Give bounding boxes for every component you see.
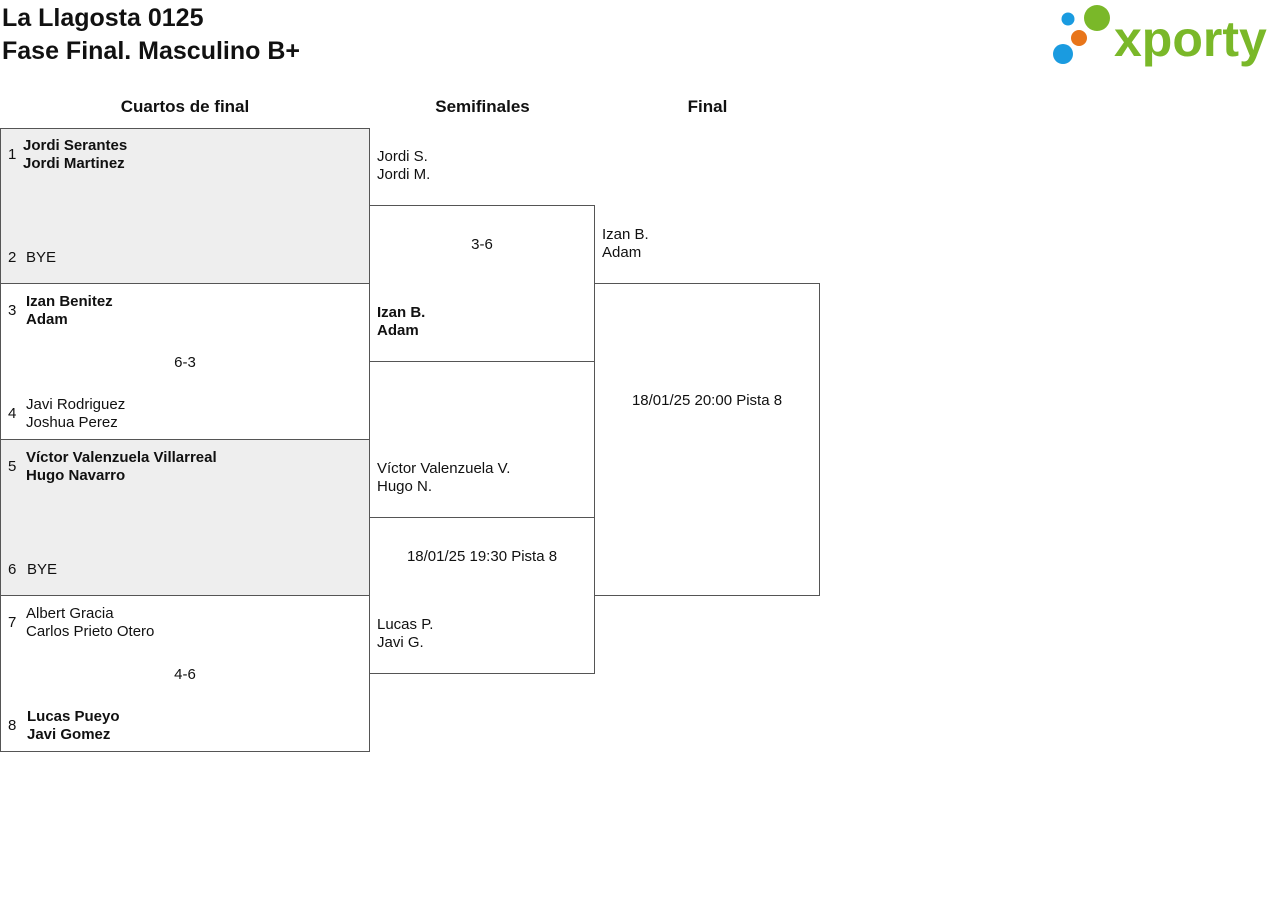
match-score: 4-6 xyxy=(174,666,196,683)
player-name: Carlos Prieto Otero xyxy=(26,623,155,640)
team-entry[interactable]: Javi Rodriguez Joshua Perez xyxy=(26,396,125,432)
quarterfinal-match-4[interactable]: 7 Albert Gracia Carlos Prieto Otero 4-6 … xyxy=(0,595,370,752)
player-name: Izan B. xyxy=(602,226,649,243)
quarterfinal-match-2[interactable]: 3 Izan Benitez Adam 6-3 4 Javi Rodriguez… xyxy=(0,283,370,440)
xporty-logo[interactable]: xporty xyxy=(1052,4,1276,68)
semifinal-match-1[interactable]: 3-6 Izan B. Adam xyxy=(369,205,595,362)
round-header-semifinals: Semifinales xyxy=(435,97,530,116)
final-team-top[interactable]: Izan B. Adam xyxy=(602,226,649,262)
logo-dot-orange xyxy=(1071,30,1087,46)
semifinal-match-2[interactable]: 18/01/25 19:30 Pista 8 Lucas P. Javi G. xyxy=(369,517,595,674)
player-name: Víctor Valenzuela V. xyxy=(377,460,511,477)
tournament-title: La Llagosta 0125 xyxy=(2,4,204,32)
player-name: Víctor Valenzuela Villarreal xyxy=(26,449,217,466)
match-schedule: 18/01/25 20:00 Pista 8 xyxy=(631,392,783,409)
player-name: Izan Benitez xyxy=(26,293,113,310)
seed-number: 1 xyxy=(8,146,17,163)
team-entry[interactable]: Lucas Pueyo Javi Gomez xyxy=(27,708,120,744)
seed-number: 4 xyxy=(8,405,17,422)
semifinal-1-team-bottom[interactable]: Izan B. Adam xyxy=(377,304,425,340)
quarterfinal-match-1[interactable]: 1 Jordi Serantes Jordi Martinez 2 BYE xyxy=(0,128,370,284)
player-name: Hugo N. xyxy=(377,478,433,495)
round-header-quarterfinals: Cuartos de final xyxy=(120,97,250,116)
logo-dot-green xyxy=(1084,5,1110,31)
player-name: Lucas Pueyo xyxy=(27,708,120,725)
semifinal-1-team-top[interactable]: Jordi S. Jordi M. xyxy=(377,148,430,184)
logo-dot-blue-bottom xyxy=(1053,44,1073,64)
player-name: Jordi M. xyxy=(377,166,431,183)
match-score: 3-6 xyxy=(471,236,493,253)
team-entry[interactable]: Jordi Serantes Jordi Martinez xyxy=(23,137,127,173)
semifinal-2-team-bottom[interactable]: Lucas P. Javi G. xyxy=(377,616,433,652)
seed-number: 6 xyxy=(8,561,17,578)
player-name: Javi G. xyxy=(377,634,424,651)
team-entry[interactable]: Albert Gracia Carlos Prieto Otero xyxy=(26,605,154,641)
match-schedule: 18/01/25 19:30 Pista 8 xyxy=(406,548,558,565)
logo-wordmark: xporty xyxy=(1114,11,1267,67)
logo-dot-blue-top xyxy=(1061,12,1075,26)
player-name: Izan B. xyxy=(377,304,426,321)
player-name: Hugo Navarro xyxy=(26,467,126,484)
match-score: 6-3 xyxy=(174,354,196,371)
tournament-subtitle: Fase Final. Masculino B+ xyxy=(2,37,300,65)
player-name: Javi Rodriguez xyxy=(26,396,126,413)
round-header-final: Final xyxy=(687,97,728,116)
quarterfinal-match-3[interactable]: 5 Víctor Valenzuela Villarreal Hugo Nava… xyxy=(0,439,370,596)
player-name: Adam xyxy=(602,244,642,261)
team-entry[interactable]: Izan Benitez Adam xyxy=(26,293,113,329)
team-entry[interactable]: BYE xyxy=(27,561,57,579)
player-name: BYE xyxy=(26,249,57,266)
semifinal-2-team-top[interactable]: Víctor Valenzuela V. Hugo N. xyxy=(377,460,510,496)
team-entry[interactable]: Víctor Valenzuela Villarreal Hugo Navarr… xyxy=(26,449,217,485)
seed-number: 3 xyxy=(8,302,17,319)
player-name: Jordi Martinez xyxy=(23,155,125,172)
seed-number: 5 xyxy=(8,458,17,475)
seed-number: 7 xyxy=(8,614,17,631)
player-name: Adam xyxy=(26,311,68,328)
team-entry[interactable]: BYE xyxy=(26,249,56,267)
player-name: BYE xyxy=(27,561,58,578)
player-name: Joshua Perez xyxy=(26,414,118,431)
player-name: Jordi S. xyxy=(377,148,428,165)
player-name: Jordi Serantes xyxy=(23,137,128,154)
seed-number: 8 xyxy=(8,717,17,734)
seed-number: 2 xyxy=(8,249,17,266)
player-name: Adam xyxy=(377,322,419,339)
player-name: Javi Gomez xyxy=(27,726,111,743)
final-match[interactable]: 18/01/25 20:00 Pista 8 xyxy=(594,283,820,596)
player-name: Lucas P. xyxy=(377,616,434,633)
player-name: Albert Gracia xyxy=(26,605,114,622)
